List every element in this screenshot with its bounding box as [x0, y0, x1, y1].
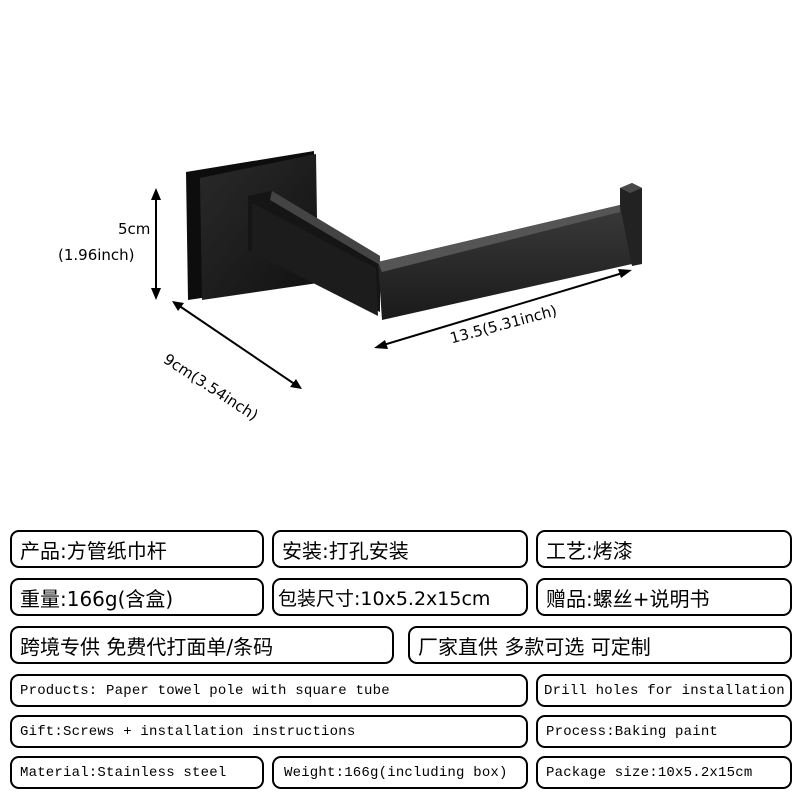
en-material-text: Material:Stainless steel — [20, 764, 227, 781]
en-install-text: Drill holes for installation — [544, 682, 785, 699]
en-products-text: Products: Paper towel pole with square t… — [20, 682, 390, 699]
en-weight-box: Weight:166g(including box) — [272, 756, 528, 789]
cn-crossborder-text: 跨境专供 免费代打面单/条码 — [20, 634, 274, 659]
cn-crossborder-box: 跨境专供 免费代打面单/条码 — [10, 626, 394, 664]
cn-weight-box: 重量:166g(含盒) — [10, 578, 264, 616]
product-image: 5cm (1.96inch) 9cm(3.54inch) 13.5(5.31in… — [58, 151, 642, 424]
cn-factory-box: 厂家直供 多款可选 可定制 — [408, 626, 792, 664]
cn-product-text: 产品:方管纸巾杆 — [20, 538, 167, 563]
en-package-box: Package size:10x5.2x15cm — [536, 756, 792, 789]
cn-package-box: 包装尺寸:10x5.2x15cm — [272, 578, 528, 616]
cn-install-box: 安装:打孔安装 — [272, 530, 528, 568]
cn-gift-box: 赠品:螺丝+说明书 — [536, 578, 792, 616]
cn-process-box: 工艺:烤漆 — [536, 530, 792, 568]
cn-factory-text: 厂家直供 多款可选 可定制 — [418, 634, 651, 659]
paper-towel-holder-illustration — [151, 151, 642, 389]
en-gift-box: Gift:Screws + installation instructions — [10, 715, 528, 748]
cn-product-box: 产品:方管纸巾杆 — [10, 530, 264, 568]
en-process-text: Process:Baking paint — [546, 723, 719, 740]
en-install-box: Drill holes for installation — [536, 674, 792, 707]
en-material-box: Material:Stainless steel — [10, 756, 264, 789]
cn-package-text: 包装尺寸:10x5.2x15cm — [278, 587, 491, 610]
en-process-box: Process:Baking paint — [536, 715, 792, 748]
en-weight-text: Weight:166g(including box) — [284, 764, 508, 781]
en-products-box: Products: Paper towel pole with square t… — [10, 674, 528, 707]
cn-install-text: 安装:打孔安装 — [282, 538, 409, 563]
cn-weight-text: 重量:166g(含盒) — [20, 586, 174, 611]
cn-process-text: 工艺:烤漆 — [546, 538, 633, 563]
height-dimension-cm: 5cm — [118, 220, 151, 238]
cn-gift-text: 赠品:螺丝+说明书 — [546, 586, 710, 611]
en-package-text: Package size:10x5.2x15cm — [546, 764, 753, 781]
height-dimension-inch: (1.96inch) — [58, 246, 135, 264]
en-gift-text: Gift:Screws + installation instructions — [20, 723, 356, 740]
